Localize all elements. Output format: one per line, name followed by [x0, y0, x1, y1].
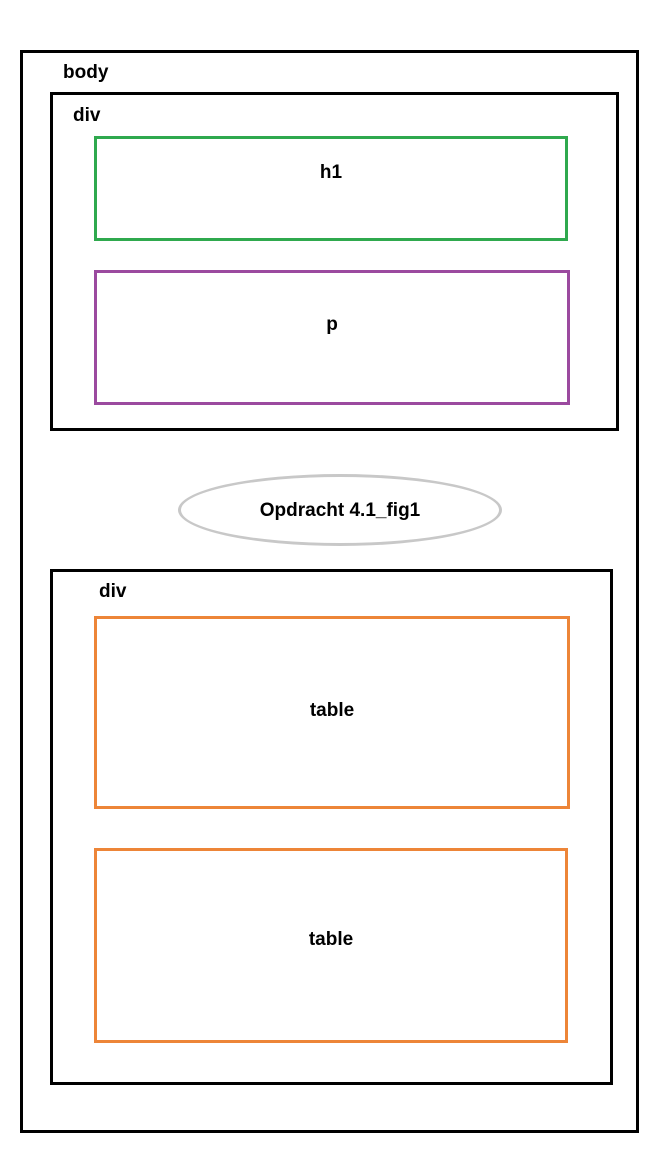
- top-div-element-box: [50, 92, 619, 431]
- table-element-label-1: table: [309, 700, 355, 721]
- h1-element-box: h1: [94, 136, 568, 241]
- table-element-label-2: table: [308, 929, 354, 950]
- bottom-div-element-box: [50, 569, 613, 1085]
- body-element-box: [20, 50, 639, 1133]
- bottom-div-element-label: div: [99, 581, 127, 602]
- h1-element-label: h1: [319, 162, 343, 183]
- table-element-box-1: table: [94, 616, 570, 809]
- caption-text: Opdracht 4.1_fig1: [259, 500, 421, 521]
- body-element-label: body: [63, 62, 109, 83]
- top-div-element-label: div: [73, 105, 101, 126]
- table-element-box-2: table: [94, 848, 568, 1043]
- caption-ellipse: Opdracht 4.1_fig1: [178, 474, 502, 546]
- p-element-label: p: [326, 314, 338, 335]
- p-element-box: p: [94, 270, 570, 405]
